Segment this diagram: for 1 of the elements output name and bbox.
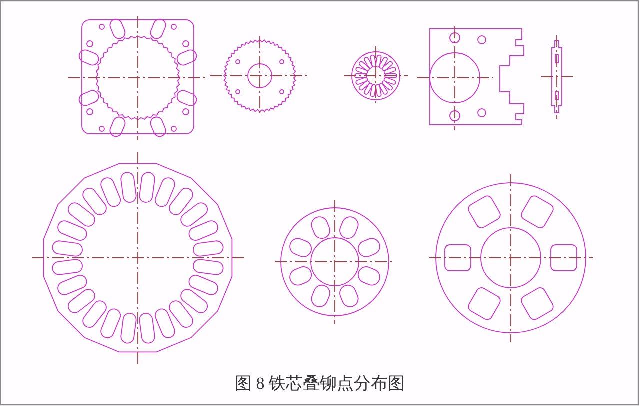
figure-caption: 图 8 铁芯叠铆点分布图 [235, 373, 405, 395]
